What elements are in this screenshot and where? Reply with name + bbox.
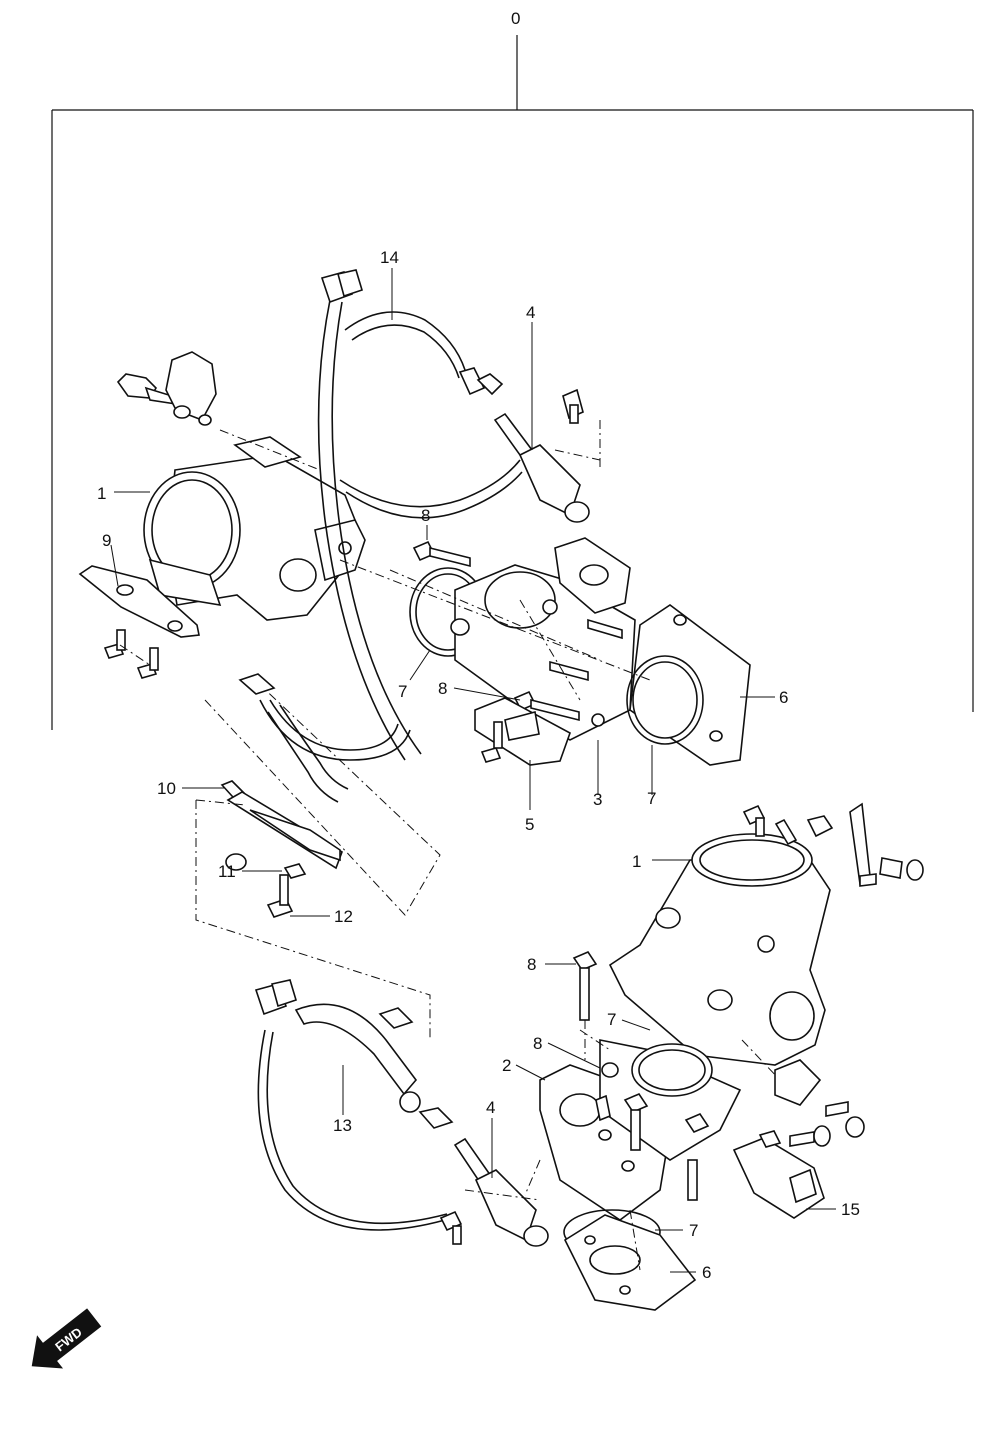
callout-8-lower-a: 8: [527, 955, 536, 974]
lower-injector-part-4: [439, 1137, 549, 1247]
lower-throttle-body: [608, 833, 831, 1066]
callout-10: 10: [157, 779, 176, 798]
lower-flange-part-6: [563, 1209, 697, 1311]
upper-sensor-part-5: [474, 697, 571, 766]
upper-throttle-body: [143, 436, 366, 621]
assembly-label: 0: [511, 9, 520, 28]
callout-14: 14: [380, 248, 399, 267]
upper-flange-part-6: [626, 604, 751, 766]
callout-6-lower: 6: [702, 1263, 711, 1282]
upper-plate-part-9: [78, 565, 200, 679]
callout-8-lower-b: 8: [533, 1034, 542, 1053]
bypass-fitting-part-10: [220, 780, 343, 918]
assembly-bracket: [51, 35, 974, 730]
callout-7-upper-b: 7: [647, 789, 656, 808]
callout-5: 5: [525, 815, 534, 834]
callout-13: 13: [333, 1116, 352, 1135]
callout-7-lower-b: 7: [689, 1221, 698, 1240]
upper-bracket-bolt: [116, 351, 217, 426]
lower-spring-screws: [742, 802, 924, 887]
callout-7-upper-a: 7: [398, 682, 407, 701]
callout-9: 9: [102, 531, 111, 550]
lower-hose-part-13: [254, 979, 454, 1231]
lower-assembly-dashlines: [524, 1020, 781, 1271]
upper-holder-part-3: [450, 537, 636, 741]
lower-sensor-part-15: [732, 1059, 865, 1219]
forward-arrow-icon: [31, 1308, 102, 1369]
lower-bolts-part-8: [572, 951, 710, 1201]
callout-leaders: [110, 268, 836, 1273]
callout-2: 2: [502, 1056, 511, 1075]
callout-1-lower: 1: [632, 852, 641, 871]
callout-11: 11: [218, 862, 236, 881]
callout-8-upper-b: 8: [438, 679, 447, 698]
fwd-badge: FWD: [31, 1308, 102, 1369]
callout-8-upper-a: 8: [421, 506, 430, 525]
upper-assembly-dashlines: [119, 420, 651, 701]
callout-6-upper: 6: [779, 688, 788, 707]
callout-4-upper: 4: [526, 303, 535, 322]
callout-1-upper: 1: [97, 484, 106, 503]
callout-7-lower-a: 7: [607, 1010, 616, 1029]
upper-injector-part-4: [493, 388, 590, 523]
callout-12: 12: [334, 907, 353, 926]
part-10-dashframe: [195, 673, 441, 1040]
callout-3: 3: [593, 790, 602, 809]
callout-4-lower: 4: [486, 1098, 495, 1117]
callout-15: 15: [841, 1200, 860, 1219]
